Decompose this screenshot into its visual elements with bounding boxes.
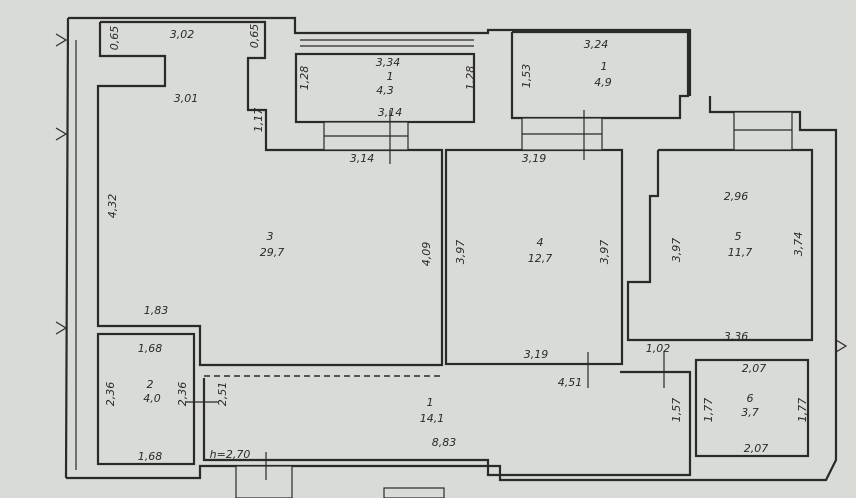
dimension-label: 2,51 (216, 382, 229, 407)
dimension-label: 3,97 (454, 240, 467, 265)
room-5-number: 5 (735, 230, 742, 243)
hall-area: 14,1 (420, 412, 445, 425)
dimension-label: 3,19 (522, 152, 547, 165)
dimension-label: 8,83 (432, 436, 457, 449)
tick-marks (55, 33, 848, 480)
room-2-area: 4,0 (143, 392, 161, 405)
outer-walls (64, 16, 838, 482)
hall-walls (202, 370, 692, 477)
living-room-area: 29,7 (260, 246, 285, 259)
loggia-right-walls (510, 30, 690, 120)
dimension-label: 3,14 (350, 152, 375, 165)
dimension-label: 2,07 (742, 362, 767, 375)
room-2-number: 2 (147, 378, 154, 391)
dimension-label: 0,65 (108, 26, 121, 51)
dimension-label: 1,17 (252, 108, 265, 133)
dimension-label: 1,53 (520, 64, 533, 89)
dimension-label: 1,57 (670, 398, 683, 423)
living-room-walls (96, 20, 444, 367)
dimension-label: 3,01 (174, 92, 199, 105)
dimension-label: 1,28 (298, 66, 311, 91)
loggia-left-area: 4,3 (376, 84, 394, 97)
dimension-label: 3,97 (598, 240, 611, 265)
dimension-label: 3,34 (376, 56, 401, 69)
room-6-walls (694, 358, 810, 458)
dimension-label: 1,28 (464, 66, 477, 91)
room-5-area: 11,7 (728, 246, 753, 259)
dimension-label: 1,77 (702, 398, 715, 423)
ceiling-height-label: h=2,70 (210, 448, 251, 461)
dimension-label: 3,02 (170, 28, 195, 41)
dimension-label: 1,83 (144, 304, 169, 317)
dimension-label: 3,19 (524, 348, 549, 361)
room-5-walls (626, 148, 814, 342)
dimension-label: 1,68 (138, 342, 163, 355)
room-4-number: 4 (537, 236, 544, 249)
dimension-label: 3,24 (584, 38, 609, 51)
dimension-label: 0,65 (248, 24, 261, 49)
dimension-label: 2,07 (744, 442, 769, 455)
dimension-label: 2,36 (104, 382, 117, 407)
room-6-area: 3,7 (741, 406, 759, 419)
dimension-label: 4,09 (420, 242, 433, 267)
room-6-number: 6 (747, 392, 754, 405)
dimension-label: 1,77 (796, 398, 809, 423)
room-4-area: 12,7 (528, 252, 553, 265)
dimension-label: 2,36 (176, 382, 189, 407)
loggia-right-area: 4,9 (594, 76, 612, 89)
dimension-label: 2,96 (724, 190, 749, 203)
living-room-number: 3 (267, 230, 274, 243)
dimension-label: 3,97 (670, 238, 683, 263)
dimension-label: 3,36 (724, 330, 749, 343)
dimension-label: 1,02 (646, 342, 671, 355)
dimension-label: 3,14 (378, 106, 403, 119)
dimension-label: 1,68 (138, 450, 163, 463)
dimension-label: 4,32 (106, 194, 119, 219)
hall-number: 1 (427, 396, 434, 409)
windows (235, 111, 793, 498)
loggia-left-number: 1 (387, 70, 394, 83)
loggia-right-number: 1 (601, 60, 608, 73)
room-2-walls (96, 332, 196, 466)
dimension-label: 4,51 (558, 376, 583, 389)
dimension-label: 3,74 (792, 232, 805, 257)
